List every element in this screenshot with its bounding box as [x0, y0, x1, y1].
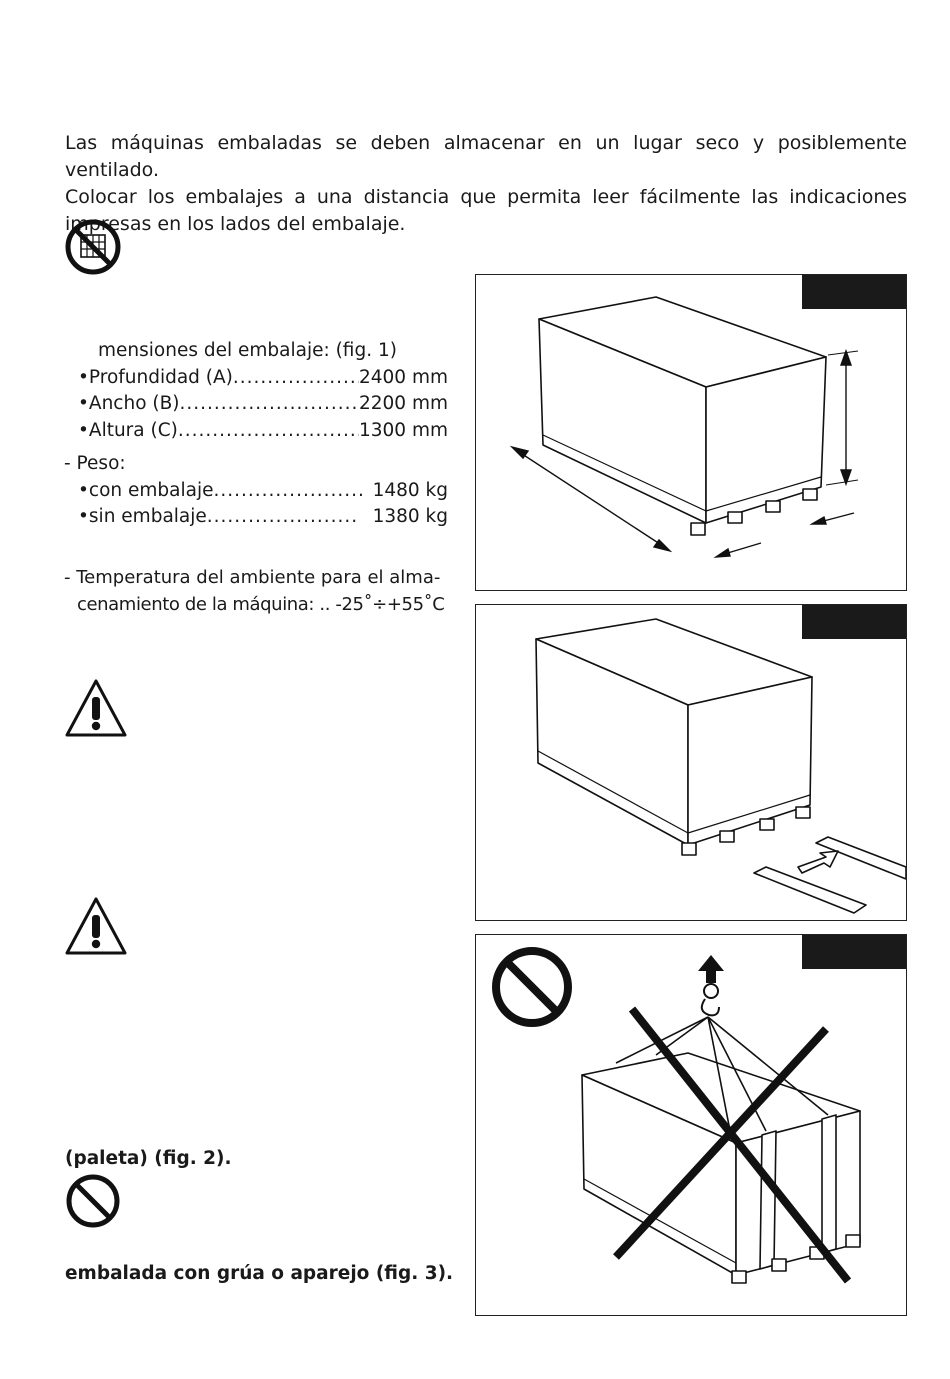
- prohibited-icon: [64, 1172, 122, 1230]
- intro-line-1: Las máquinas embaladas se deben almacena…: [65, 132, 907, 181]
- dimension-height: •Altura (C) ............................…: [78, 419, 448, 441]
- temperature-note: - Temperatura del ambiente para el alma-…: [64, 565, 448, 618]
- no-stacking-icon: [64, 218, 122, 276]
- figure-1-packaging-dimensions: [475, 274, 907, 591]
- dimension-depth: •Profundidad (A) ................... 240…: [78, 366, 448, 388]
- temperature-line-1: - Temperatura del ambiente para el alma-: [64, 567, 441, 588]
- figure-2-forklift-pallet: [475, 604, 907, 921]
- dimensions-heading: mensiones del embalaje: (fig. 1): [98, 340, 397, 361]
- figure-number-tab: [802, 605, 906, 639]
- intro-line-2: Colocar los embalajes a una distancia qu…: [65, 186, 907, 235]
- figure-3-no-crane-lifting: [475, 934, 907, 1316]
- figure-number-tab: [802, 935, 906, 969]
- temperature-line-2: cenamiento de la máquina: .. -25˚÷+55˚C: [77, 593, 445, 615]
- weight-without-packaging: •sin embalaje ...................... 138…: [78, 506, 448, 527]
- figure-number-tab: [802, 275, 906, 309]
- intro-text: Las máquinas embaladas se deben almacena…: [65, 130, 907, 238]
- crane-note: embalada con grúa o aparejo (fig. 3).: [65, 1263, 454, 1284]
- dimension-width: •Ancho (B) .............................…: [78, 393, 448, 414]
- weight-heading: - Peso:: [64, 453, 126, 474]
- warning-triangle-icon: [64, 678, 128, 738]
- warning-triangle-icon: [64, 896, 128, 956]
- pallet-note: (paleta) (fig. 2).: [65, 1148, 232, 1169]
- dimensions-list: mensiones del embalaje: (fig. 1) •Profun…: [64, 338, 448, 444]
- weight-with-packaging: •con embalaje ...................... 148…: [78, 479, 448, 501]
- weight-list: - Peso: •con embalaje ..................…: [64, 451, 448, 531]
